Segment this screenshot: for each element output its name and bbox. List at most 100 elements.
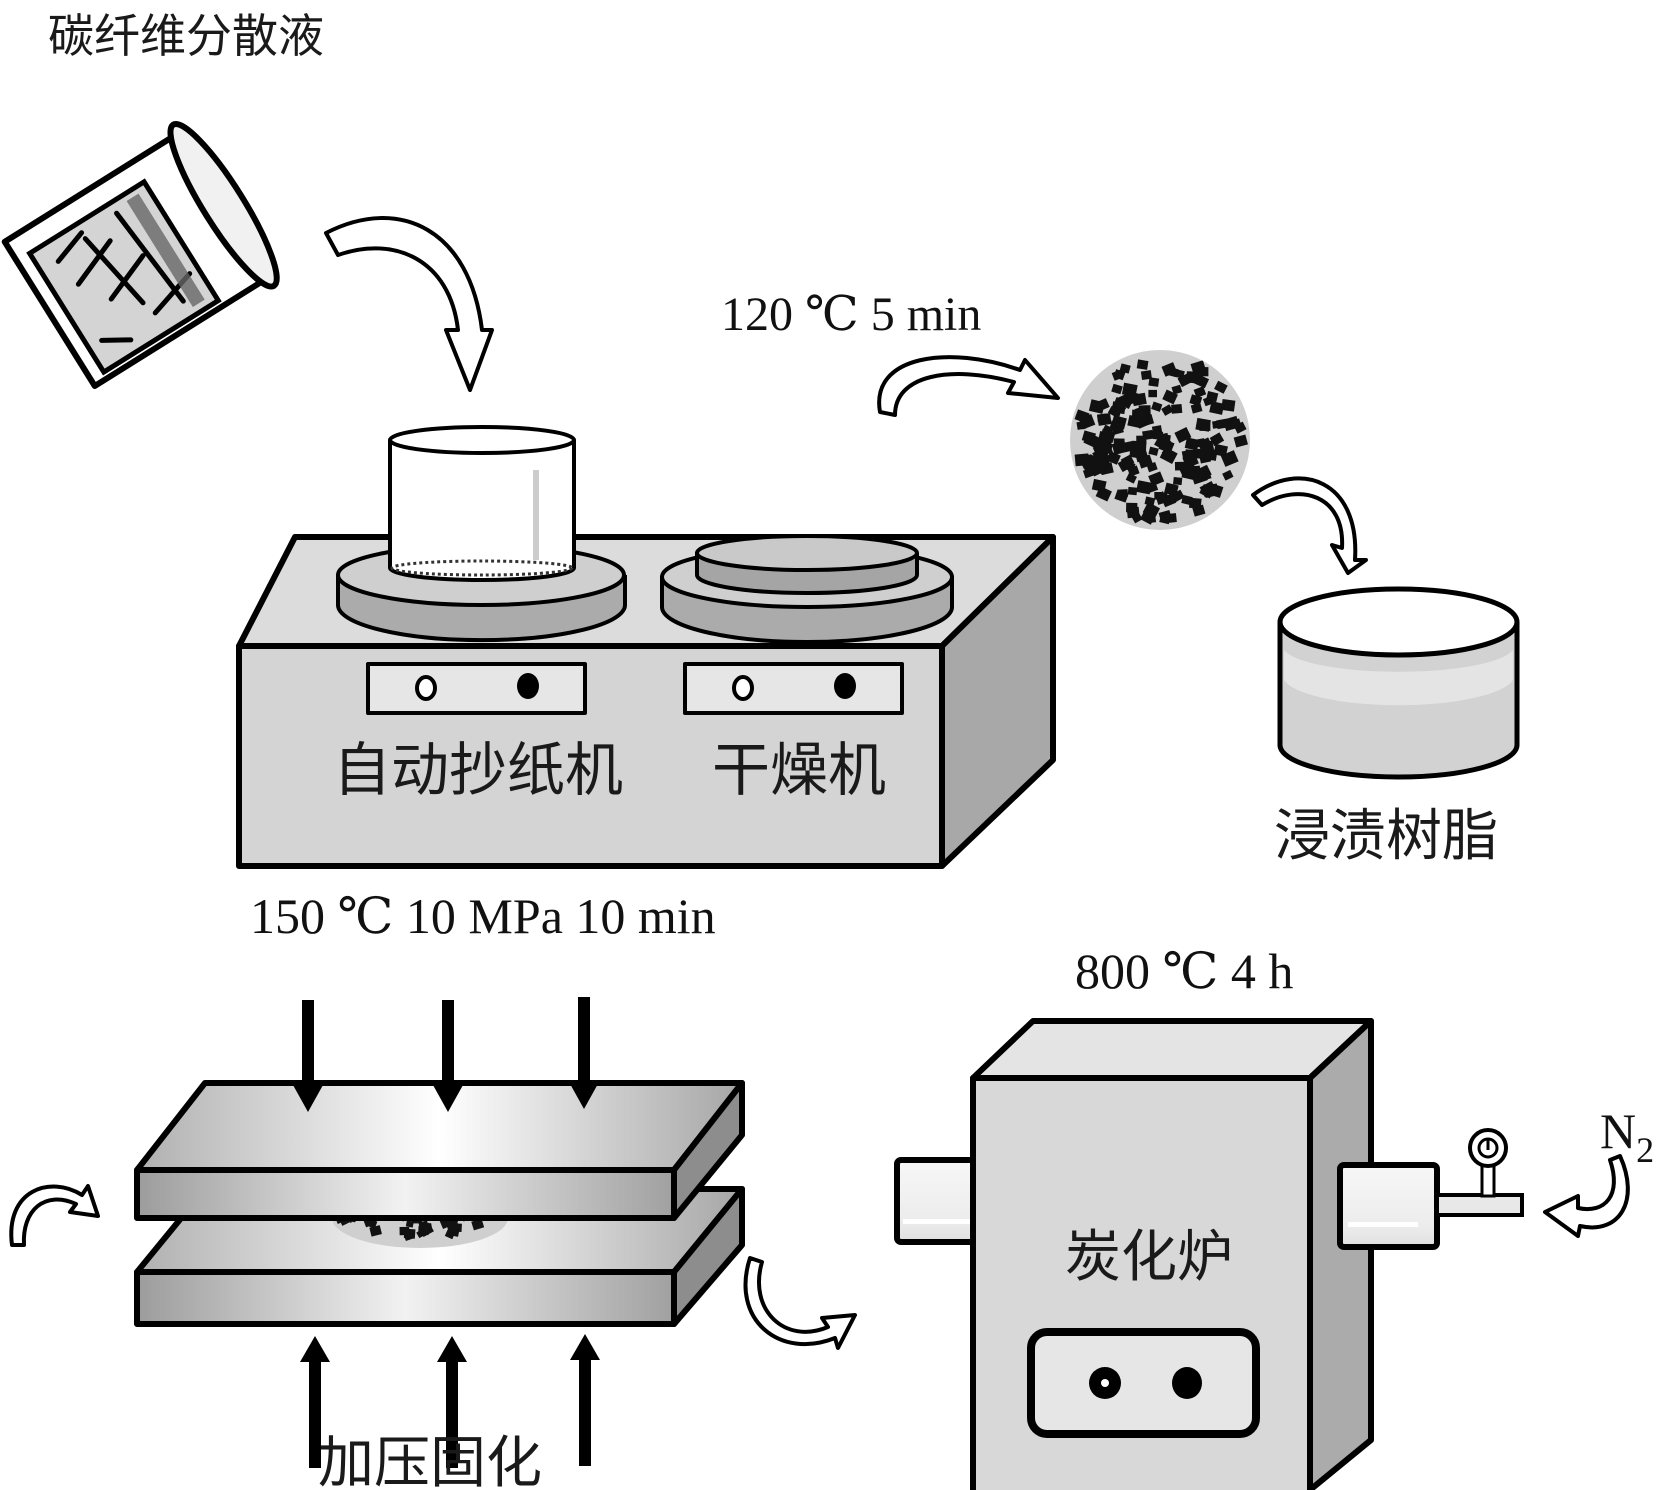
impregnation-label: 浸渍树脂 <box>1274 804 1498 869</box>
fiber-particle <box>1193 386 1207 398</box>
curved-arrow-icon <box>743 1256 857 1350</box>
fiber-particle <box>1171 384 1183 395</box>
curved-arrow-icon <box>1543 1154 1630 1238</box>
fiber-particle <box>1233 421 1247 434</box>
fiber-particle <box>1125 472 1137 484</box>
fiber-particle <box>1214 380 1228 394</box>
fiber-particle <box>1136 359 1149 370</box>
fiber-particle <box>1151 401 1163 412</box>
fiber-particle <box>1088 399 1105 414</box>
fiber-particle <box>471 1218 485 1231</box>
dryer-stage <box>660 534 954 644</box>
fiber-particle <box>1126 502 1138 513</box>
fiber-particle <box>1092 442 1109 458</box>
fiber-particle <box>1089 461 1106 477</box>
curved-arrow-icon <box>324 216 494 392</box>
arrow-up-icon <box>437 1336 467 1468</box>
curved-arrow-icon <box>9 1184 100 1247</box>
fiber-particle <box>1161 362 1178 377</box>
indicator-light-icon <box>1089 1367 1121 1399</box>
press-up-arrows <box>300 1334 600 1468</box>
fiber-particle <box>1188 497 1202 509</box>
fiber-particle <box>1097 412 1112 426</box>
fiber-particle <box>1091 478 1107 493</box>
fiber-particle <box>1162 389 1178 405</box>
dryer-control-panel <box>683 662 904 715</box>
indicator-light-off-icon <box>732 675 754 701</box>
arrow-down-icon <box>569 997 599 1109</box>
inlet-pipe <box>894 1157 980 1245</box>
pressure-gauge-icon <box>1468 1128 1508 1168</box>
fiber-particle <box>1171 403 1183 414</box>
fiber-particle <box>1165 513 1177 524</box>
fiber-particle <box>1154 491 1166 502</box>
fiber-particle <box>1197 367 1209 377</box>
fiber-particle <box>1213 443 1228 457</box>
furnace-control-panel <box>1027 1328 1260 1438</box>
fiber-particle <box>1174 369 1185 379</box>
pressing-condition-label: 150 ℃ 10 MPa 10 min <box>250 888 716 944</box>
fiber-particle <box>1220 450 1239 467</box>
papermaker-label: 自动抄纸机 <box>333 736 623 804</box>
arrow-down-icon <box>433 1000 463 1112</box>
arrow-up-icon <box>570 1334 600 1466</box>
arrow-up-icon <box>300 1336 330 1468</box>
fiber-particle <box>445 1218 459 1231</box>
fiber-particle <box>1140 370 1152 380</box>
fiber-particle <box>1139 509 1156 525</box>
drying-condition-label: 120 ℃ 5 min <box>721 288 981 341</box>
fiber-particle <box>1146 461 1158 473</box>
fiber-particle <box>1119 363 1131 374</box>
fiber-particle <box>1136 480 1152 495</box>
fiber-particle <box>1209 432 1225 447</box>
hot-press-icon <box>134 997 745 1468</box>
fiber-particle <box>1222 469 1234 481</box>
fiber-particle <box>1148 446 1159 456</box>
fiber-particle <box>1209 401 1225 415</box>
fiber-particle <box>403 1228 416 1239</box>
fiber-particle <box>1144 496 1156 507</box>
carbonization-condition-label: 800 ℃ 4 h <box>1075 943 1293 999</box>
indicator-light-on-icon <box>834 673 856 699</box>
resin-dish-icon <box>1277 586 1520 780</box>
press-down-arrows <box>293 997 599 1112</box>
fiber-particle <box>1152 430 1164 441</box>
dryer-label: 干燥机 <box>712 736 886 804</box>
fiber-particle <box>416 1228 426 1239</box>
papermaker-control-panel <box>366 662 587 715</box>
fiber-particle <box>1106 451 1121 465</box>
pressing-label: 加压固化 <box>318 1431 542 1490</box>
fiber-particle <box>1174 461 1186 471</box>
fiber-particle <box>1161 404 1174 416</box>
arrow-down-icon <box>293 1000 323 1112</box>
fiber-particle <box>1127 465 1140 477</box>
fiber-particle <box>1076 420 1087 430</box>
outlet-pipe <box>1337 1162 1440 1250</box>
gas-inlet-tube <box>1435 1193 1524 1217</box>
fiber-particle <box>1193 448 1205 459</box>
indicator-light-off-icon <box>415 675 437 701</box>
fiber-particle <box>366 1218 378 1229</box>
carbonization-furnace: 炭化炉 <box>894 1018 1524 1490</box>
fiber-particle <box>1200 440 1215 453</box>
fiber-particle <box>1131 392 1147 407</box>
fiber-particle <box>1107 405 1120 417</box>
fiber-particle <box>1131 512 1143 524</box>
fiber-particle <box>1182 453 1199 469</box>
fiber-particle <box>1174 427 1192 444</box>
fiber-particle <box>1131 409 1147 422</box>
fiber-particle <box>1148 377 1160 387</box>
fibers <box>55 210 193 343</box>
papermaker-dryer-machine: 自动抄纸机 干燥机 <box>236 425 1056 869</box>
fiber-particle <box>1207 483 1224 498</box>
indicator-light-on-icon <box>517 673 539 699</box>
fiber-particle <box>1181 467 1196 480</box>
fiber-particle <box>1189 394 1203 407</box>
fiber-particle <box>1116 392 1134 409</box>
fiber-particle <box>1111 383 1123 395</box>
fiber-particle <box>1160 434 1171 443</box>
indicator-light-icon <box>1172 1367 1202 1399</box>
fiber-particle <box>1221 398 1236 412</box>
curved-arrow-icon <box>1251 476 1368 575</box>
fiber-particle <box>1082 467 1095 479</box>
